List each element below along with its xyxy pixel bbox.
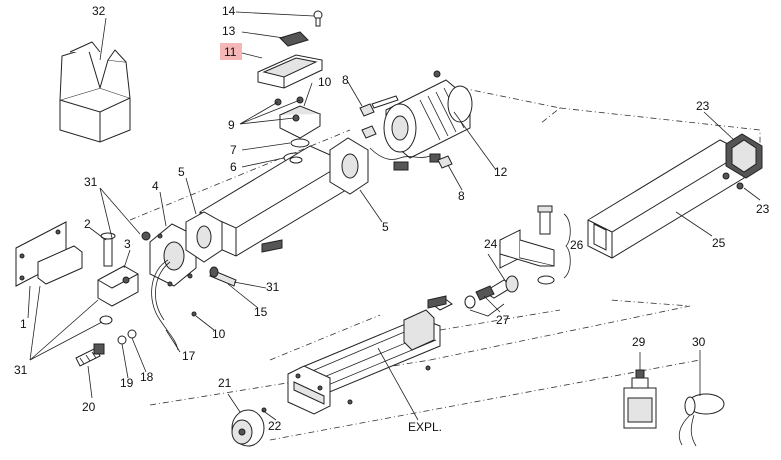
part-23-end-cap xyxy=(722,133,763,190)
part-12-motor xyxy=(369,70,473,171)
callout-32: 32 xyxy=(92,4,106,18)
part-5-flange-right xyxy=(329,137,369,195)
part-9-lock-block xyxy=(274,96,322,139)
callout-7: 7 xyxy=(230,143,237,157)
callout-10a: 10 xyxy=(318,75,332,89)
callout-19: 19 xyxy=(120,376,134,390)
leader-lines xyxy=(27,11,761,421)
callout-8a: 8 xyxy=(342,73,349,87)
callout-3: 3 xyxy=(124,237,131,251)
callout-21: 21 xyxy=(218,376,232,390)
callout-13: 13 xyxy=(222,24,236,38)
callout-24: 24 xyxy=(484,237,498,251)
part-13-plate xyxy=(279,31,309,47)
part-17-cable xyxy=(151,259,197,351)
callout-12: 12 xyxy=(494,165,508,179)
callout-5a: 5 xyxy=(178,165,185,179)
callout-31b: 31 xyxy=(266,280,280,294)
callout-11: 11 xyxy=(224,45,237,59)
callout-expl: EXPL. xyxy=(408,420,442,434)
callout-17: 17 xyxy=(182,349,196,363)
callout-25: 25 xyxy=(712,236,726,250)
label-plates xyxy=(261,239,447,309)
part-25-rear-tube xyxy=(587,139,745,259)
part-24-fork xyxy=(464,275,519,309)
callout-labels: 32 14 13 11 10 8 9 7 6 12 8 5 31 2 3 4 5… xyxy=(14,4,770,434)
part-11-cover xyxy=(257,54,323,89)
callout-14: 14 xyxy=(222,4,236,18)
callout-11-highlight xyxy=(220,43,242,60)
part-19-18-nuts xyxy=(117,329,137,345)
callout-4: 4 xyxy=(152,179,159,193)
callout-30: 30 xyxy=(692,335,706,349)
callout-2: 2 xyxy=(84,217,91,231)
part-14-key xyxy=(313,10,323,27)
callout-23a: 23 xyxy=(696,99,710,113)
callout-29: 29 xyxy=(632,335,646,349)
part-29-oil-bottle xyxy=(623,369,657,429)
callout-26: 26 xyxy=(570,238,584,252)
part-3-clevis xyxy=(97,265,139,325)
callout-20: 20 xyxy=(82,400,96,414)
part-20-bolt xyxy=(75,343,105,367)
part-26-bracket xyxy=(499,205,555,285)
actuator-cylinder xyxy=(287,297,453,415)
part-15-screw xyxy=(209,266,237,287)
callout-27: 27 xyxy=(496,313,510,327)
callout-10b: 10 xyxy=(212,327,226,341)
part-32-box xyxy=(59,41,131,143)
part-1-wall-bracket xyxy=(15,221,83,287)
part-5-flange-left xyxy=(185,211,223,263)
callout-22: 22 xyxy=(268,419,282,433)
callout-9: 9 xyxy=(228,118,235,132)
callout-6: 6 xyxy=(230,160,237,174)
callout-31a: 31 xyxy=(84,175,98,189)
part-21-nut xyxy=(231,407,267,447)
callout-8b: 8 xyxy=(458,189,465,203)
part-8-clips xyxy=(359,103,453,169)
part-30-capacitor xyxy=(678,393,725,447)
callout-31c: 31 xyxy=(14,363,28,377)
callout-18: 18 xyxy=(140,370,154,384)
callout-23b: 23 xyxy=(756,202,770,216)
callout-5b: 5 xyxy=(382,220,389,234)
callout-15: 15 xyxy=(254,305,268,319)
callout-1: 1 xyxy=(20,317,27,331)
